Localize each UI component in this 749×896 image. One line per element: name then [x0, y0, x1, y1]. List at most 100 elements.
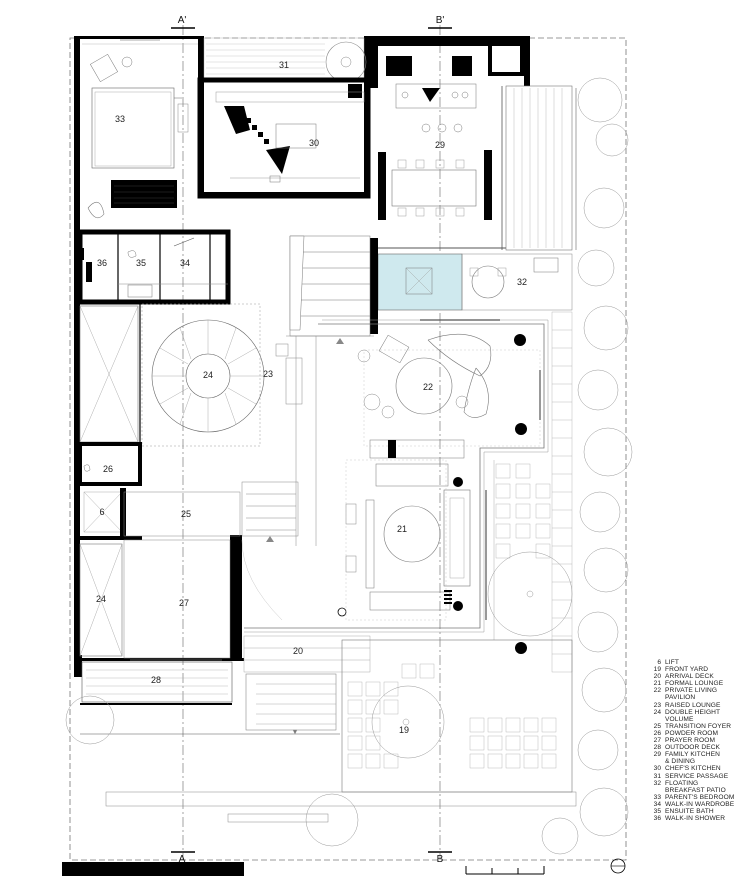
label-25: 25 [181, 509, 191, 519]
legend-number: 22 [653, 687, 661, 695]
ensuite-block [74, 229, 231, 305]
fireplace [111, 180, 177, 208]
legend-number: 20 [653, 673, 661, 681]
legend-room-name: VOLUME [665, 715, 694, 723]
left-volumes [79, 305, 139, 657]
legend-row: 24 DOUBLE HEIGHT [648, 709, 748, 716]
legend-room-name: SERVICE PASSAGE [665, 772, 729, 780]
label-32: 32 [517, 277, 527, 287]
label-20: 20 [293, 646, 303, 656]
legend-row: 23 RAISED LOUNGE [648, 702, 748, 709]
legend-number: 27 [653, 737, 661, 745]
entry-stairs-upper [289, 235, 371, 337]
legend-room-name: FORMAL LOUNGE [665, 680, 724, 688]
legend-row: PAVILION [648, 694, 748, 701]
legend-room-name: PRIVATE LIVING [665, 687, 718, 695]
legend-row: 19 FRONT YARD [648, 666, 748, 673]
legend-row: & DINING [648, 758, 748, 765]
label-28: 28 [151, 675, 161, 685]
legend-room-name: PAVILION [665, 694, 696, 702]
chefs-kitchen [197, 77, 371, 199]
legend-row: 34 WALK-IN WARDROBE [648, 801, 748, 808]
exterior-walls [74, 36, 530, 677]
legend-row: 20 ARRIVAL DECK [648, 673, 748, 680]
label-35: 35 [136, 258, 146, 268]
legend-room-name: FAMILY KITCHEN [665, 751, 721, 759]
legend-number: 32 [653, 779, 661, 787]
legend-room-name: RAISED LOUNGE [665, 701, 721, 709]
label-6: 6 [99, 507, 104, 517]
label-36: 36 [97, 258, 107, 268]
trees [65, 77, 633, 855]
legend-room-name: POWDER ROOM [665, 729, 719, 737]
level-markers [266, 338, 344, 542]
label-34: 34 [180, 258, 190, 268]
section-marker-b-bottom: B [437, 854, 444, 865]
legend-room-name: DOUBLE HEIGHT [665, 708, 721, 716]
raised-lounge [139, 304, 374, 546]
legend-number: 26 [653, 729, 661, 737]
legend-room-name: PARENT'S BEDROOM [665, 793, 735, 801]
lift-shaft [78, 488, 142, 540]
label-23: 23 [263, 369, 273, 379]
legend-number [648, 758, 665, 765]
label-24b: 24 [96, 594, 106, 604]
legend-number: 19 [653, 666, 661, 674]
front-yard [105, 639, 577, 823]
section-marker-a-top: A' [178, 15, 187, 26]
legend-number: 23 [653, 701, 661, 709]
label-26: 26 [103, 464, 113, 474]
label-24a: 24 [203, 370, 213, 380]
service-spiral-stair [325, 41, 367, 83]
legend-room-name: WALK-IN WARDROBE [665, 800, 735, 808]
legend-row: 27 PRAYER ROOM [648, 737, 748, 744]
transition-foyer [123, 481, 299, 621]
legend-number: 24 [653, 708, 661, 716]
legend-number: 21 [653, 680, 661, 688]
legend-room-name: LIFT [665, 659, 679, 666]
label-31: 31 [279, 60, 289, 70]
family-kitchen-dining [366, 38, 528, 250]
legend-row: 33 PARENT'S BEDROOM [648, 794, 748, 801]
label-19: 19 [399, 725, 409, 735]
legend-number: 28 [653, 744, 661, 752]
legend-number: 30 [653, 765, 661, 773]
legend-room-name: OUTDOOR DECK [665, 744, 721, 752]
legend-number: 25 [653, 722, 661, 730]
legend-row: 25 TRANSITION FOYER [648, 723, 748, 730]
parents-bedroom [82, 39, 198, 219]
legend-number [648, 787, 665, 794]
breakfast-patio [370, 238, 573, 334]
label-21: 21 [397, 524, 407, 534]
legend-row: 32 FLOATING [648, 780, 748, 787]
legend-room-name: PRAYER ROOM [665, 737, 716, 745]
legend-row: VOLUME [648, 716, 748, 723]
legend-row: 29 FAMILY KITCHEN [648, 751, 748, 758]
legend-room-name: FRONT YARD [665, 666, 709, 674]
legend-number: 29 [653, 751, 661, 759]
label-33: 33 [115, 114, 125, 124]
scale-bar [62, 862, 244, 876]
legend-number [648, 694, 665, 701]
label-30: 30 [309, 138, 319, 148]
legend-room-name: ENSUITE BATH [665, 807, 714, 815]
scale-ticks [465, 866, 545, 875]
legend-room-name: TRANSITION FOYER [665, 722, 732, 730]
legend-room-name: ARRIVAL DECK [665, 673, 714, 681]
site-boundary [69, 37, 627, 861]
legend-row: 26 POWDER ROOM [648, 730, 748, 737]
legend-number: 36 [653, 815, 661, 823]
legend-room-name: BREAKFAST PATIO [665, 786, 726, 794]
legend-number: 34 [653, 800, 661, 808]
service-passage [203, 37, 367, 83]
formal-lounge [337, 439, 487, 621]
legend-number: 33 [653, 793, 661, 801]
kitchen-side-deck [505, 85, 577, 251]
legend-room-name: FLOATING [665, 779, 699, 787]
